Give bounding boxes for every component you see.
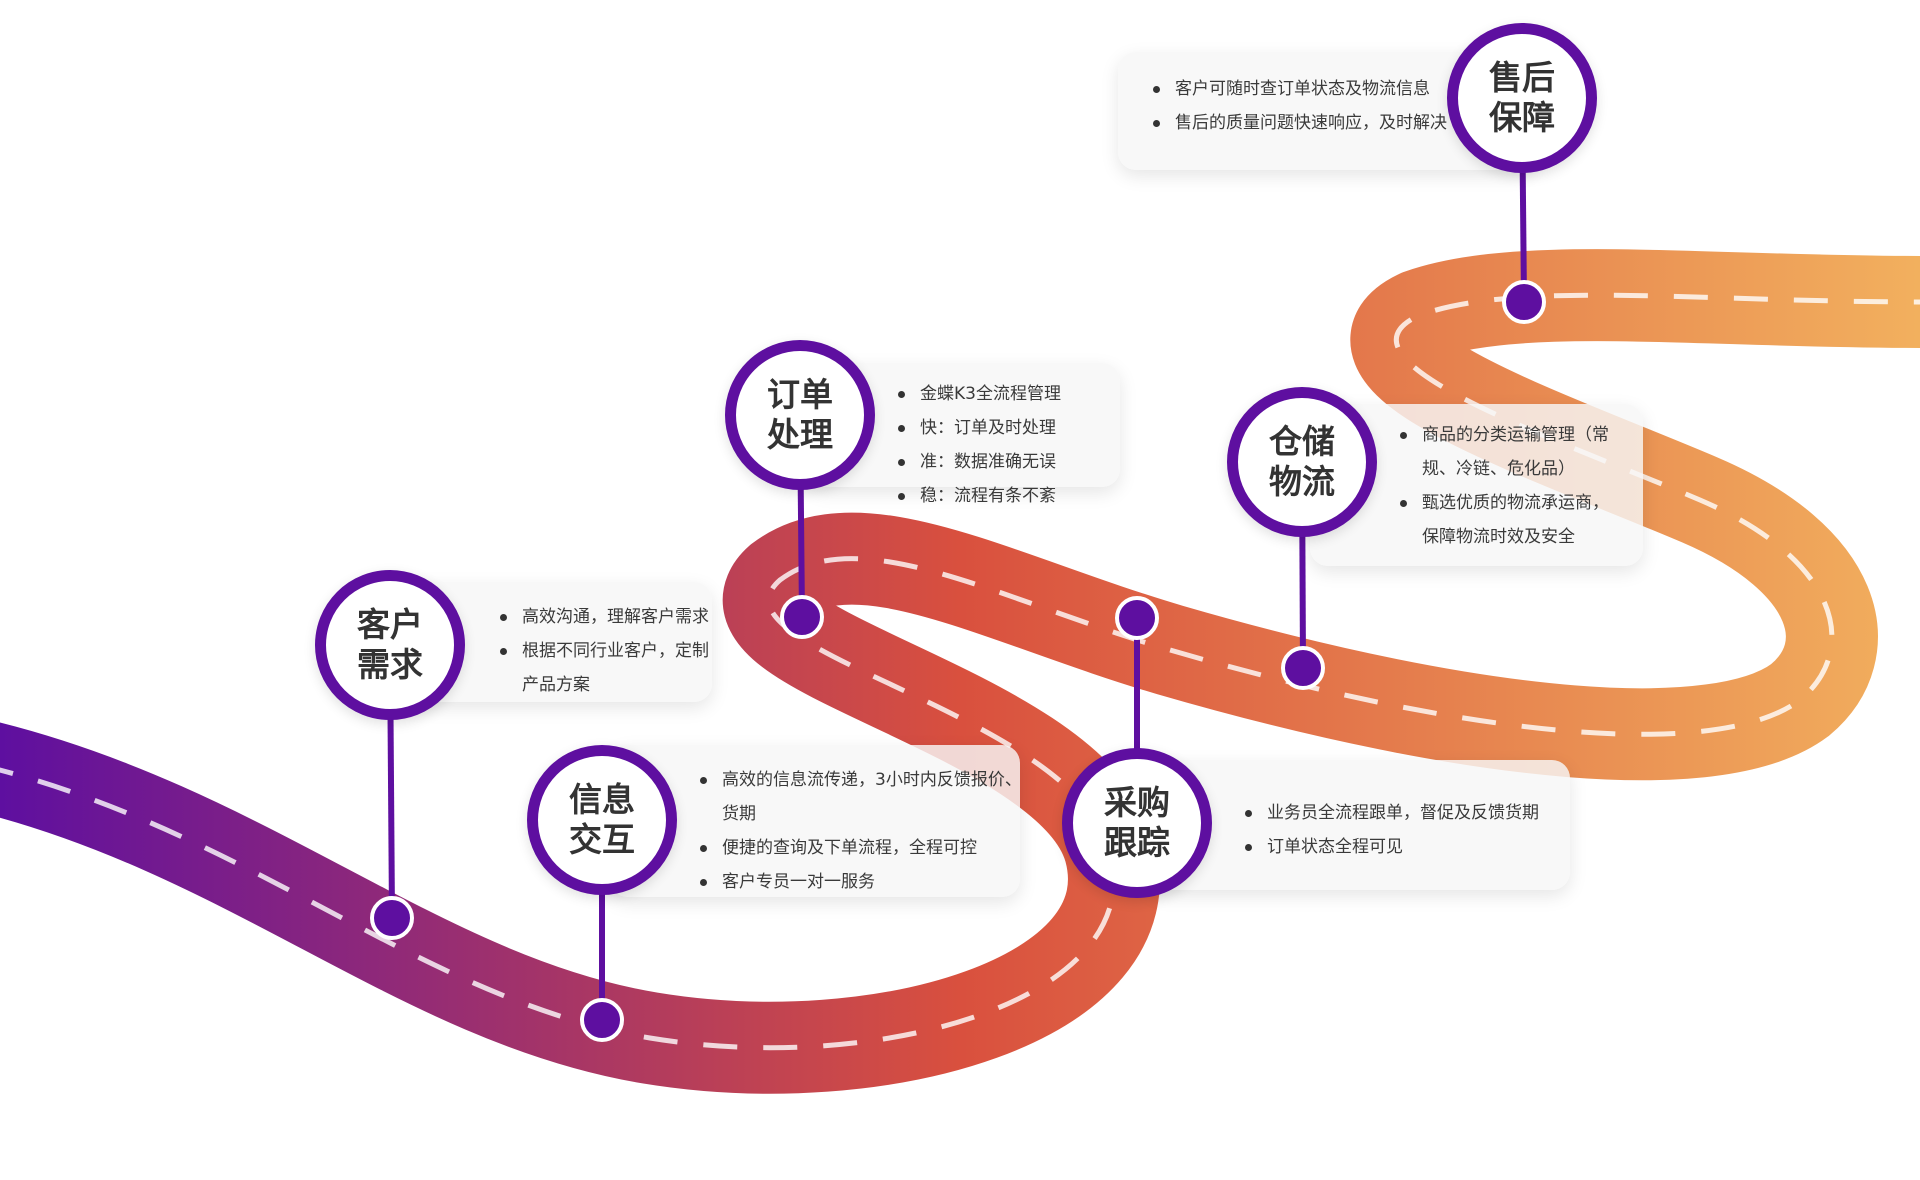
stage-bullet-item: 准：数据准确无误: [898, 445, 1120, 479]
bullet-text: 业务员全流程跟单，督促及反馈货期: [1267, 803, 1539, 823]
bullet-text: 金蝶K3全流程管理: [920, 384, 1061, 404]
stage-bullet-list: 客户可随时查订单状态及物流信息售后的质量问题快速响应，及时解决: [1153, 72, 1534, 140]
bullet-text: 商品的分类运输管理（常: [1422, 425, 1609, 445]
stage-bullet-list: 金蝶K3全流程管理快：订单及时处理准：数据准确无误稳：流程有条不紊: [898, 377, 1120, 513]
stage-title: 处理: [767, 415, 833, 454]
milestone-dot-after-sales: [1502, 280, 1546, 324]
stage-bullet-item: 根据不同行业客户，定制产品方案: [500, 634, 712, 702]
stage-bullet-item: 便捷的查询及下单流程，全程可控: [700, 831, 1020, 865]
bullet-text: 高效的信息流传递，3小时内反馈报价、: [722, 770, 1022, 790]
stage-node-order-processing: 订单处理: [725, 340, 875, 490]
stage-bullet-list: 商品的分类运输管理（常规、冷链、危化品） 甄选优质的物流承运商， 保障物流时效及安全: [1400, 418, 1643, 554]
bullet-text: 根据不同行业客户，定制: [522, 641, 709, 661]
stage-bullet-list: 高效沟通，理解客户需求根据不同行业客户，定制产品方案: [500, 600, 712, 702]
road-lane-marking: [0, 292, 1920, 1051]
stage-title: 物流: [1269, 462, 1335, 501]
bullet-text: 高效沟通，理解客户需求: [522, 607, 709, 627]
bullet-text: 准：数据准确无误: [920, 452, 1056, 472]
stage-bullet-list: 业务员全流程跟单，督促及反馈货期订单状态全程可见: [1245, 796, 1570, 864]
milestone-dot-purchase-tracking: [1115, 596, 1159, 640]
stage-bullet-item: 高效沟通，理解客户需求: [500, 600, 712, 634]
milestone-dot-customer-demand: [370, 896, 414, 940]
bullet-text: 便捷的查询及下单流程，全程可控: [722, 838, 977, 858]
stage-bullet-list: 高效的信息流传递，3小时内反馈报价、货期便捷的查询及下单流程，全程可控客户专员一…: [700, 763, 1022, 899]
bullet-text: 订单状态全程可见: [1267, 837, 1403, 857]
stage-node-warehouse-logistics: 仓储物流: [1227, 387, 1377, 537]
stage-title: 售后: [1489, 58, 1555, 97]
bullet-text: 产品方案: [522, 675, 590, 695]
stage-node-customer-demand: 客户需求: [315, 570, 465, 720]
stage-bullet-item: 金蝶K3全流程管理: [898, 377, 1120, 411]
bullet-text: 货期: [722, 804, 756, 824]
stage-title: 保障: [1489, 98, 1555, 137]
stage-card-info-exchange: 高效的信息流传递，3小时内反馈报价、货期便捷的查询及下单流程，全程可控客户专员一…: [610, 745, 1022, 899]
stage-bullet-item: 客户可随时查订单状态及物流信息: [1153, 72, 1534, 106]
bullet-text: 客户可随时查订单状态及物流信息: [1175, 79, 1430, 99]
stage-title: 仓储: [1269, 422, 1335, 461]
stage-bullet-item: 客户专员一对一服务: [700, 865, 1020, 899]
stage-bullet-item: 甄选优质的物流承运商， 保障物流时效及安全: [1400, 486, 1643, 554]
milestone-dot-warehouse-logistics: [1281, 646, 1325, 690]
stage-title: 客户: [357, 605, 423, 644]
stage-node-info-exchange: 信息交互: [527, 745, 677, 895]
bullet-text: 快：订单及时处理: [920, 418, 1056, 438]
bullet-text: 客户专员一对一服务: [722, 872, 875, 892]
stage-title: 需求: [357, 645, 423, 684]
bullet-text: 稳：流程有条不紊: [920, 486, 1056, 506]
stage-title: 采购: [1104, 783, 1170, 822]
stage-bullet-item: 快：订单及时处理: [898, 411, 1120, 445]
stage-title: 交互: [569, 820, 635, 859]
bullet-text: 甄选优质的物流承运商，: [1422, 493, 1609, 513]
stage-node-purchase-tracking: 采购跟踪: [1062, 748, 1212, 898]
stage-bullet-item: 稳：流程有条不紊: [898, 479, 1120, 513]
stage-title: 跟踪: [1104, 823, 1170, 862]
milestone-dot-order-processing: [780, 595, 824, 639]
stage-title: 信息: [569, 780, 635, 819]
stage-bullet-item: 高效的信息流传递，3小时内反馈报价、货期: [700, 763, 1022, 831]
stage-bullet-item: 商品的分类运输管理（常规、冷链、危化品）: [1400, 418, 1643, 486]
bullet-text: 售后的质量问题快速响应，及时解决: [1175, 113, 1447, 133]
stage-bullet-item: 订单状态全程可见: [1245, 830, 1570, 864]
stage-bullet-item: 售后的质量问题快速响应，及时解决: [1153, 106, 1534, 140]
bullet-text: 规、冷链、危化品）: [1422, 459, 1575, 479]
stage-bullet-item: 业务员全流程跟单，督促及反馈货期: [1245, 796, 1570, 830]
stage-title: 订单: [767, 375, 833, 414]
stage-node-after-sales: 售后保障: [1447, 23, 1597, 173]
bullet-text: 保障物流时效及安全: [1422, 527, 1575, 547]
stage-card-purchase-tracking: 业务员全流程跟单，督促及反馈货期订单状态全程可见: [1145, 760, 1570, 890]
milestone-dot-info-exchange: [580, 998, 624, 1042]
